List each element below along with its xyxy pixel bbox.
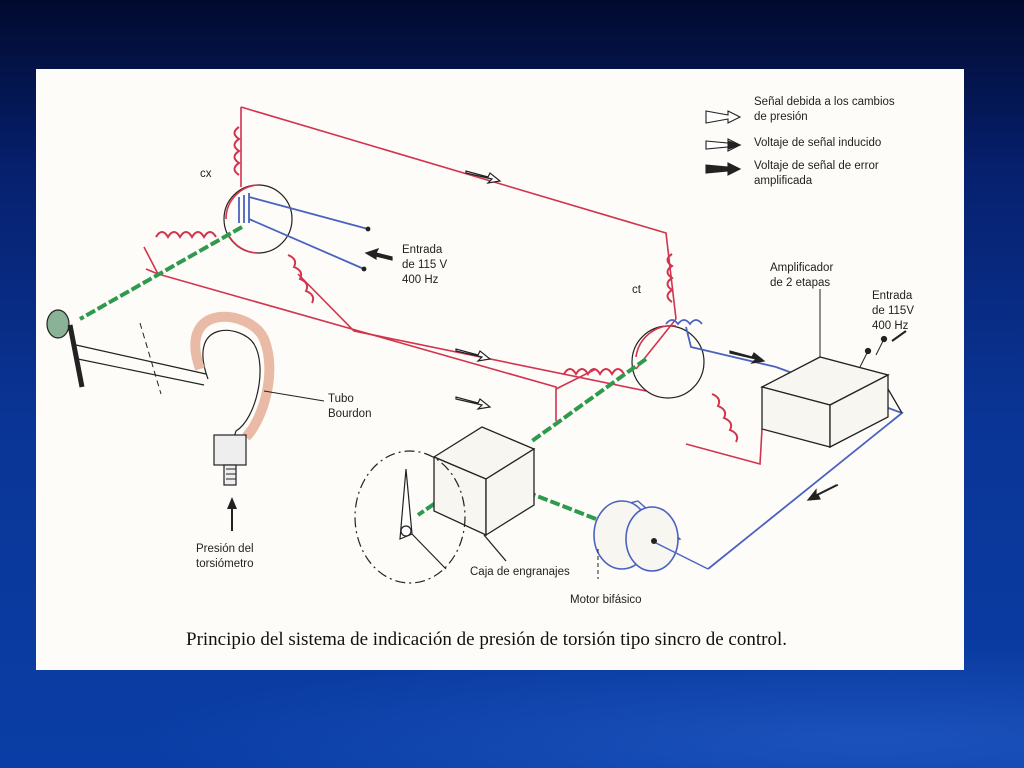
amp-input-label-line-3: 400 Hz: [872, 320, 909, 332]
gearbox: [432, 426, 536, 562]
synchro-diagram: Señal debida a los cambios de presión Vo…: [46, 96, 914, 650]
ct-rotor: [665, 319, 904, 570]
bourdon-tube-label-line-1: Tubo: [328, 393, 354, 405]
pressure-input-mechanism: [46, 309, 325, 531]
gearbox-label: Caja de engranajes: [470, 566, 570, 578]
pressure-signal-arrow-3: [455, 396, 492, 410]
cx-input-label-line-3: 400 Hz: [402, 274, 439, 286]
amp-input-label-line-1: Entrada: [872, 290, 913, 302]
motor-label: Motor bifásico: [570, 594, 642, 606]
ct-label: ct: [632, 284, 642, 296]
legend-error-arrow: [705, 162, 742, 176]
pressure-signal-arrow-1: [465, 170, 502, 184]
legend: Señal debida a los cambios de presión Vo…: [705, 96, 895, 187]
legend-item-1-line-2: de presión: [754, 111, 808, 123]
cx-terminal-2: [361, 266, 367, 272]
amp-input-label-line-2: de 115V: [872, 305, 914, 317]
legend-item-3-line-1: Voltaje de señal de error: [754, 160, 879, 172]
pressure-signal-arrow-2: [455, 348, 492, 362]
cx-input-label-line-1: Entrada: [402, 244, 443, 256]
legend-pressure-arrow: [705, 110, 742, 124]
amplifier-box: [760, 289, 907, 449]
pressure-label-line-1: Presión del: [196, 543, 254, 555]
cx-label: cx: [200, 168, 212, 180]
amplifier-label-line-2: de 2 etapas: [770, 277, 830, 289]
pressure-label-line-2: torsiómetro: [196, 558, 254, 570]
signal-arrows: [364, 170, 839, 501]
legend-item-2: Voltaje de señal inducido: [754, 137, 881, 149]
cx-input-label-line-2: de 115 V: [402, 259, 448, 271]
diagram-figure: Señal debida a los cambios de presión Vo…: [36, 69, 964, 670]
amplifier-label-line-1: Amplificador: [770, 262, 833, 274]
bourdon-tube-label-line-2: Bourdon: [328, 408, 371, 420]
cx-synchro: [155, 126, 315, 304]
cx-input-arrow: [364, 247, 393, 261]
ct-synchro: [563, 253, 739, 443]
legend-item-3-line-2: amplificada: [754, 175, 813, 187]
error-signal-arrow: [806, 484, 839, 501]
figure-caption: Principio del sistema de indicación de p…: [186, 629, 787, 650]
cx-rotor: [238, 193, 369, 270]
dial-indicator: [354, 450, 466, 584]
legend-item-1-line-1: Señal debida a los cambios: [754, 96, 895, 108]
cx-terminal-1: [365, 226, 371, 232]
two-phase-motor: [593, 500, 709, 579]
induced-signal-arrow: [729, 350, 766, 364]
